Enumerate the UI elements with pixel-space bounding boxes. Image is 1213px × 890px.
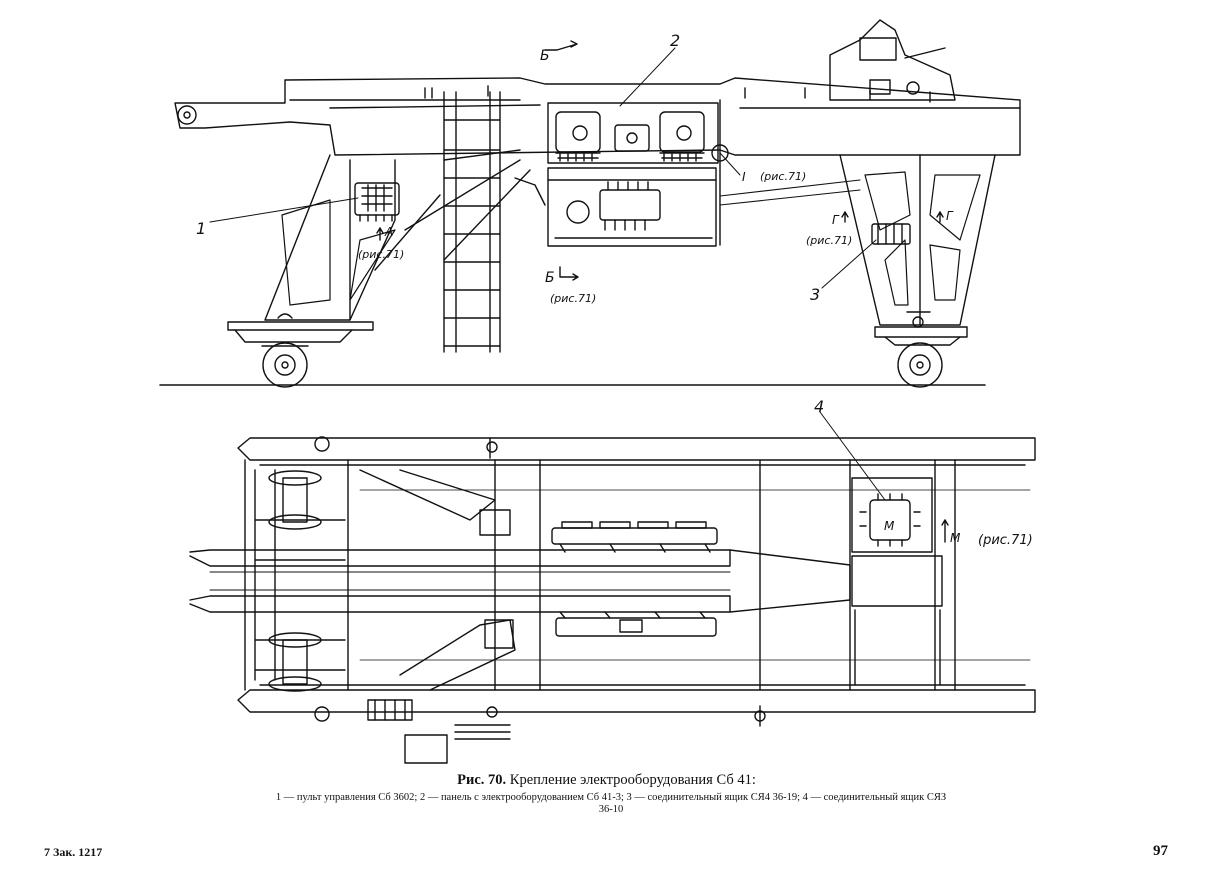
print-order-label: 7 Зак. 1217 bbox=[44, 845, 103, 859]
node-label-1: I bbox=[742, 170, 746, 184]
legend-line-2: 36-10 bbox=[598, 804, 624, 815]
callout-item-1: 1 bbox=[196, 219, 206, 238]
ref-fig71-a: (рис.71) bbox=[358, 248, 404, 261]
figure-number: Рис. 70. bbox=[457, 772, 507, 788]
ref-fig71-g: (рис.71) bbox=[806, 234, 852, 247]
ref-fig71-i: (рис.71) bbox=[760, 170, 806, 183]
callout-item-3: 3 bbox=[810, 285, 820, 304]
figure-title: Крепление электрооборудования Сб 41: bbox=[509, 772, 756, 788]
view-label-a: А bbox=[384, 225, 393, 239]
view-label-m-box: М bbox=[884, 519, 895, 533]
view-label-g-left: Г bbox=[832, 213, 840, 227]
ref-fig71-b: (рис.71) bbox=[550, 292, 596, 305]
legend-line-1: 1 — пульт управления Сб 3602; 2 — панель… bbox=[275, 792, 947, 803]
callout-item-4: 4 bbox=[814, 397, 824, 416]
callout-labels: 1 2 3 4 Б Б А Г Г М М I (рис.71) (рис.71… bbox=[196, 31, 1033, 548]
ref-fig71-m: (рис.71) bbox=[978, 533, 1033, 548]
figure-caption: Рис. 70. Крепление электрооборудования С… bbox=[0, 772, 1213, 789]
section-label-b-bottom: Б bbox=[545, 270, 555, 286]
side-view bbox=[159, 19, 1021, 388]
callout-item-2: 2 bbox=[670, 31, 680, 50]
figure-legend: 1 — пульт управления Сб 3602; 2 — панель… bbox=[196, 792, 1026, 816]
view-label-g-right: Г bbox=[946, 209, 954, 223]
plan-view bbox=[189, 436, 1036, 764]
view-label-m-arrow: М bbox=[950, 531, 961, 545]
section-label-b-top: Б bbox=[540, 48, 550, 64]
page-number: 97 bbox=[1153, 843, 1168, 859]
